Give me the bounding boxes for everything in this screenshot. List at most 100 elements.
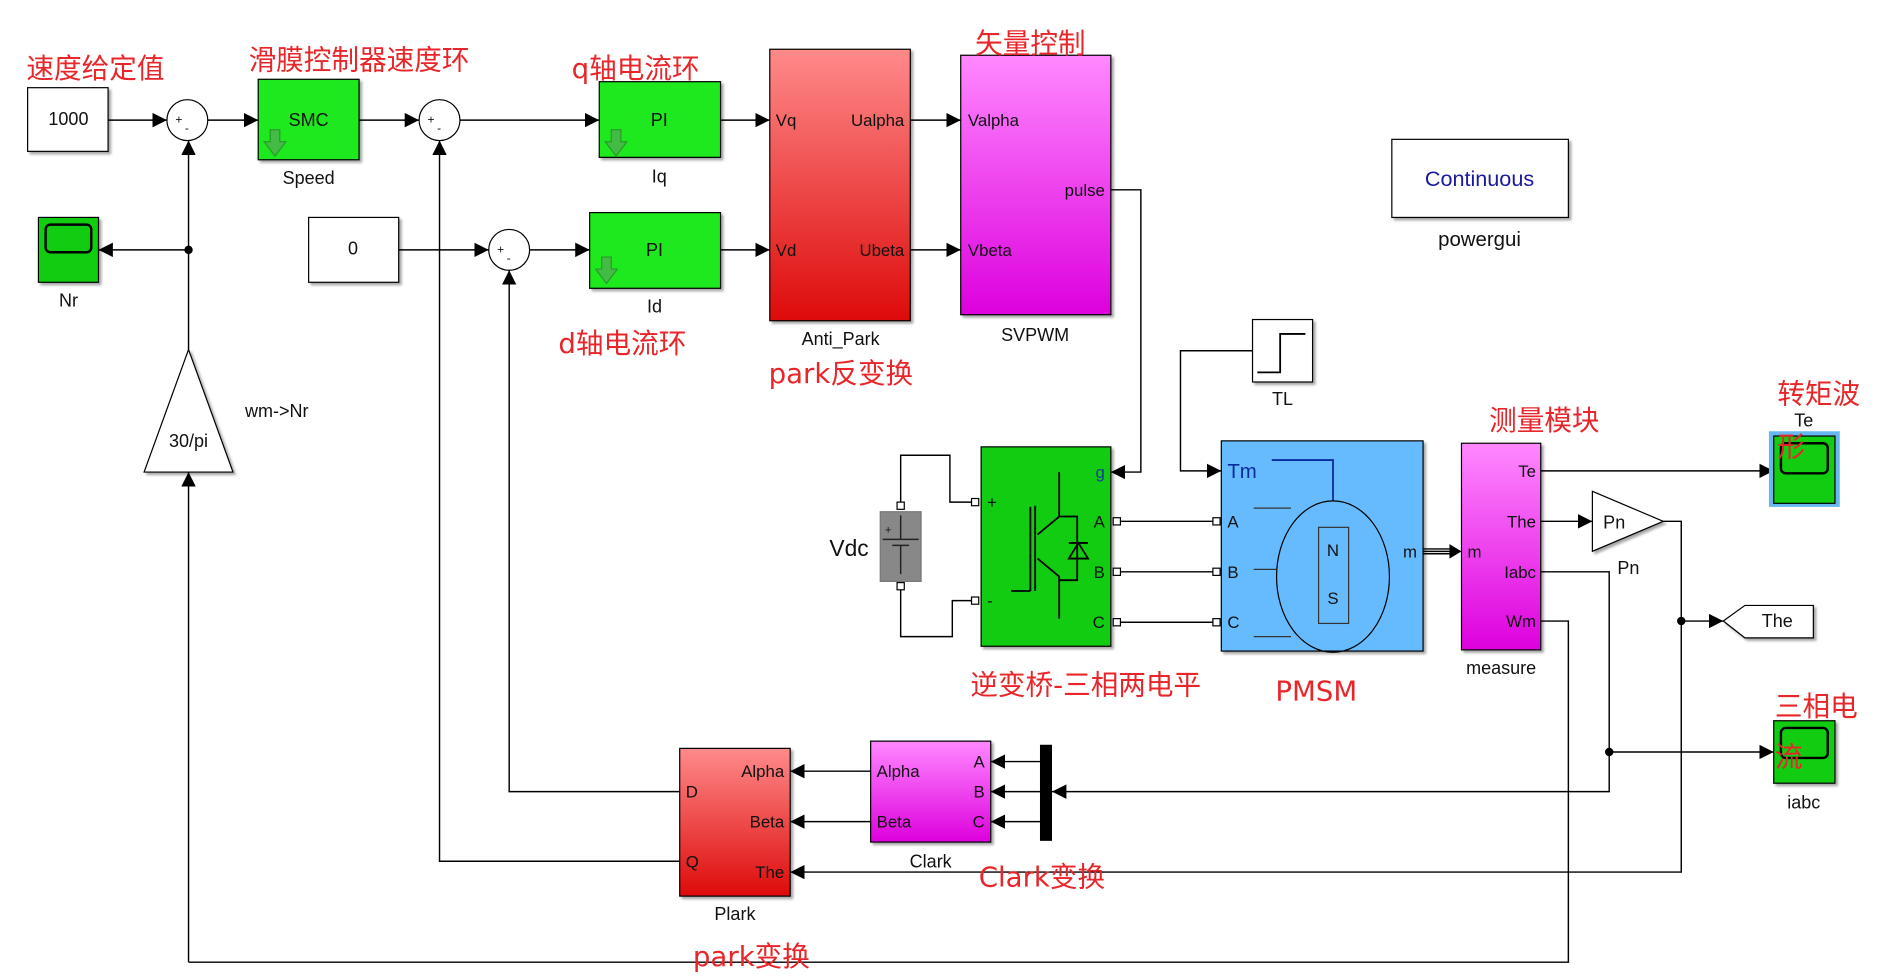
port-m: m bbox=[1467, 542, 1481, 561]
gain-block-wm-nr[interactable]: 30/pi wm->Nr bbox=[143, 347, 308, 473]
scope-nr[interactable]: Nr bbox=[37, 216, 100, 310]
demux-block[interactable] bbox=[1039, 744, 1052, 841]
scope-screen-icon bbox=[1779, 442, 1829, 475]
port-wm: Wm bbox=[1506, 612, 1536, 631]
port-b: B bbox=[1094, 563, 1105, 582]
rotor-n: N bbox=[1327, 541, 1339, 560]
block-label: Anti_Park bbox=[802, 329, 881, 350]
clark-block[interactable]: Alpha Beta A B C Clark bbox=[870, 740, 992, 871]
port-g: g bbox=[1095, 463, 1104, 482]
block-label: Clark bbox=[910, 851, 953, 871]
annotation-vector-control: 矢量控制 bbox=[975, 27, 1085, 60]
scope-screen-icon bbox=[44, 223, 93, 254]
sum-block-iq[interactable]: + - bbox=[418, 99, 461, 142]
port-vq: Vq bbox=[776, 111, 797, 130]
gain-text: Pn bbox=[1603, 513, 1625, 533]
pmsm-block[interactable]: N S Tm A B C m bbox=[1212, 440, 1424, 653]
port-vbeta: Vbeta bbox=[968, 241, 1013, 260]
pi-label: Id bbox=[647, 296, 662, 316]
gain-label: Pn bbox=[1617, 558, 1639, 578]
sum-minus: - bbox=[437, 121, 441, 135]
gain-text: 30/pi bbox=[169, 431, 208, 451]
sum-minus: - bbox=[507, 251, 511, 265]
annotation-park: park变换 bbox=[693, 940, 810, 973]
constant-value: 0 bbox=[348, 239, 358, 259]
port-the: The bbox=[755, 863, 784, 882]
port-alpha: Alpha bbox=[741, 762, 785, 781]
powergui-mode: Continuous bbox=[1425, 166, 1535, 191]
port-pulse: pulse bbox=[1065, 181, 1105, 200]
rotor-s: S bbox=[1327, 589, 1338, 608]
port-d: D bbox=[686, 783, 698, 802]
port-q: Q bbox=[686, 852, 699, 871]
port-c: C bbox=[1093, 613, 1105, 632]
smc-block[interactable]: SMC Speed bbox=[257, 78, 360, 188]
annotation-inverse-park: park反变换 bbox=[769, 357, 914, 390]
pi-block-id[interactable]: PI Id bbox=[589, 212, 722, 317]
port-te: Te bbox=[1518, 462, 1536, 481]
sum-block-speed[interactable]: + - bbox=[166, 99, 209, 142]
port-plus: + bbox=[987, 493, 997, 512]
gain-block-pn[interactable]: Pn Pn bbox=[1591, 490, 1665, 578]
inverter-block[interactable]: g + - A B C bbox=[970, 446, 1122, 647]
scope-iabc[interactable]: iabc bbox=[1773, 720, 1836, 813]
powergui-block[interactable]: Continuous powergui bbox=[1391, 138, 1569, 251]
annotation-q-loop: q轴电流环 bbox=[572, 52, 700, 85]
port-m: m bbox=[1403, 542, 1417, 561]
goto-tag-the[interactable]: The bbox=[1722, 604, 1814, 639]
pi-text: PI bbox=[651, 110, 668, 130]
sum-block-id[interactable]: + - bbox=[488, 228, 531, 271]
annotation-measure: 测量模块 bbox=[1489, 404, 1599, 437]
constant-value: 1000 bbox=[48, 109, 88, 129]
svpwm-block[interactable]: Valpha Vbeta pulse SVPWM bbox=[960, 54, 1112, 345]
port-a: A bbox=[1227, 512, 1239, 531]
annotation-pmsm: PMSM bbox=[1275, 674, 1357, 707]
annotation-torque-wave: 转矩波 bbox=[1777, 378, 1860, 411]
annotation-d-loop: d轴电流环 bbox=[558, 327, 686, 360]
smc-label: Speed bbox=[283, 168, 335, 188]
port-b: B bbox=[974, 783, 985, 802]
annotation-smc-loop: 滑膜控制器速度环 bbox=[249, 44, 470, 77]
pi-text: PI bbox=[646, 240, 663, 260]
step-block-tl[interactable]: TL bbox=[1251, 318, 1314, 409]
dc-voltage-source[interactable]: + Vdc bbox=[829, 501, 922, 591]
signal-lines bbox=[98, 112, 1774, 963]
scope-te[interactable]: Te bbox=[1768, 410, 1840, 507]
port-alpha: Alpha bbox=[877, 762, 921, 781]
scope-label: iabc bbox=[1787, 792, 1820, 812]
mask-arrow-icon bbox=[594, 256, 619, 285]
block-label: Plark bbox=[714, 904, 756, 924]
sum-plus: + bbox=[428, 113, 435, 127]
constant-block-speed[interactable]: 1000 bbox=[27, 87, 109, 152]
constant-block-zero[interactable]: 0 bbox=[308, 216, 400, 283]
anti-park-block[interactable]: Vq Vd Ualpha Ubeta Anti_Park bbox=[769, 48, 911, 350]
pi-label: Iq bbox=[652, 167, 667, 187]
block-label: measure bbox=[1466, 658, 1536, 678]
port-tm: Tm bbox=[1227, 461, 1256, 483]
block-label: TL bbox=[1272, 389, 1293, 409]
mask-arrow-icon bbox=[604, 129, 629, 158]
goto-text: The bbox=[1762, 611, 1793, 631]
plark-block[interactable]: D Q Alpha Beta The Plark bbox=[679, 747, 791, 924]
measure-block[interactable]: m Te The Iabc Wm measure bbox=[1460, 442, 1542, 678]
step-icon bbox=[1257, 333, 1306, 374]
port-a: A bbox=[974, 753, 986, 772]
annotation-torque-wave-2: 形 bbox=[1777, 430, 1805, 463]
mask-arrow-icon bbox=[262, 129, 288, 158]
port-vd: Vd bbox=[776, 241, 797, 260]
plus-sign: + bbox=[885, 524, 891, 536]
gain-label: wm->Nr bbox=[244, 401, 308, 421]
annotation-three-phase-2: 流 bbox=[1775, 740, 1803, 773]
port-the: The bbox=[1507, 512, 1536, 531]
port-iabc: Iabc bbox=[1504, 563, 1536, 582]
port-c: C bbox=[973, 813, 985, 832]
block-label: powergui bbox=[1438, 229, 1521, 251]
annotation-clark: Clark变换 bbox=[979, 861, 1105, 894]
igbt-diode-icon bbox=[1011, 472, 1090, 619]
annotation-speed-ref: 速度给定值 bbox=[26, 52, 164, 85]
port-a: A bbox=[1094, 512, 1106, 531]
scope-screen-icon bbox=[1779, 726, 1829, 760]
block-label: SVPWM bbox=[1001, 325, 1069, 345]
pi-block-iq[interactable]: PI Iq bbox=[598, 81, 722, 187]
